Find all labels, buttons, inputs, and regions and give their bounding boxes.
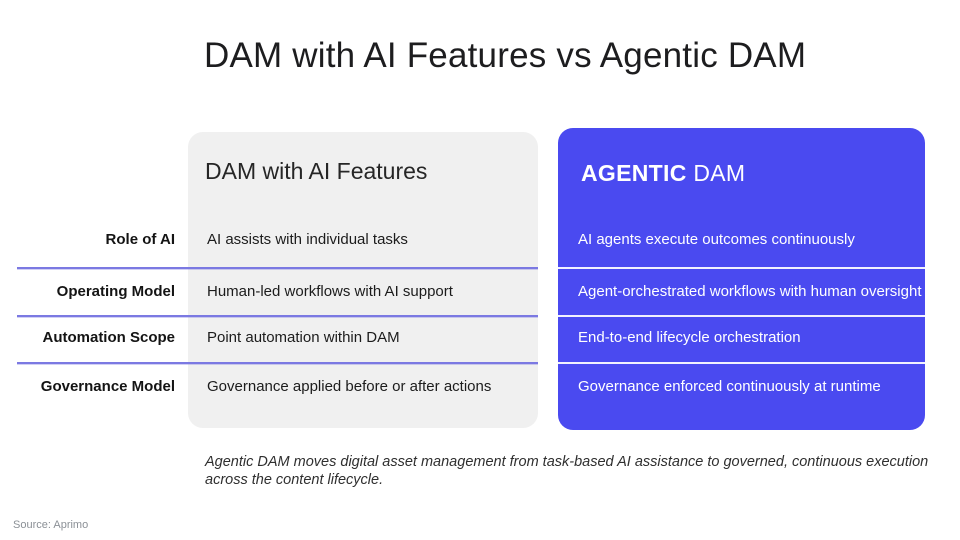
agentic-header-rest: DAM [693, 160, 746, 186]
right-cell-role-of-ai: AI agents execute outcomes continuously [578, 231, 855, 248]
divider-line-left-1 [17, 267, 538, 269]
left-cell-role-of-ai: AI assists with individual tasks [207, 231, 408, 248]
right-cell-governance-model: Governance enforced continuously at runt… [578, 378, 881, 395]
row-label-governance-model: Governance Model [40, 378, 175, 395]
divider-line-right-3 [558, 362, 925, 364]
right-cell-automation-scope: End-to-end lifecycle orchestration [578, 329, 801, 346]
divider-line-left-3 [17, 362, 538, 364]
row-label-automation-scope: Automation Scope [42, 329, 175, 346]
agentic-dam-card [558, 128, 925, 430]
left-cell-governance-model: Governance applied before or after actio… [207, 378, 492, 395]
slide-title: DAM with AI Features vs Agentic DAM [204, 36, 807, 75]
caption: Agentic DAM moves digital asset manageme… [205, 454, 929, 488]
divider-line-right-2 [558, 315, 925, 317]
dam-ai-features-card-header: DAM with AI Features [205, 158, 428, 184]
row-label-operating-model: Operating Model [56, 283, 175, 300]
left-cell-automation-scope: Point automation within DAM [207, 329, 400, 346]
dam-ai-features-card [188, 132, 538, 428]
agentic-header-emphasis: AGENTIC [581, 160, 687, 186]
row-label-role-of-ai: Role of AI [105, 231, 175, 248]
source-note: Source: Aprimo [13, 519, 89, 531]
divider-line-right-1 [558, 267, 925, 269]
right-cell-operating-model: Agent-orchestrated workflows with human … [578, 283, 922, 300]
divider-line-left-2 [17, 315, 538, 317]
agentic-dam-card-header: AGENTIC DAM [581, 160, 745, 187]
left-cell-operating-model: Human-led workflows with AI support [207, 283, 453, 300]
